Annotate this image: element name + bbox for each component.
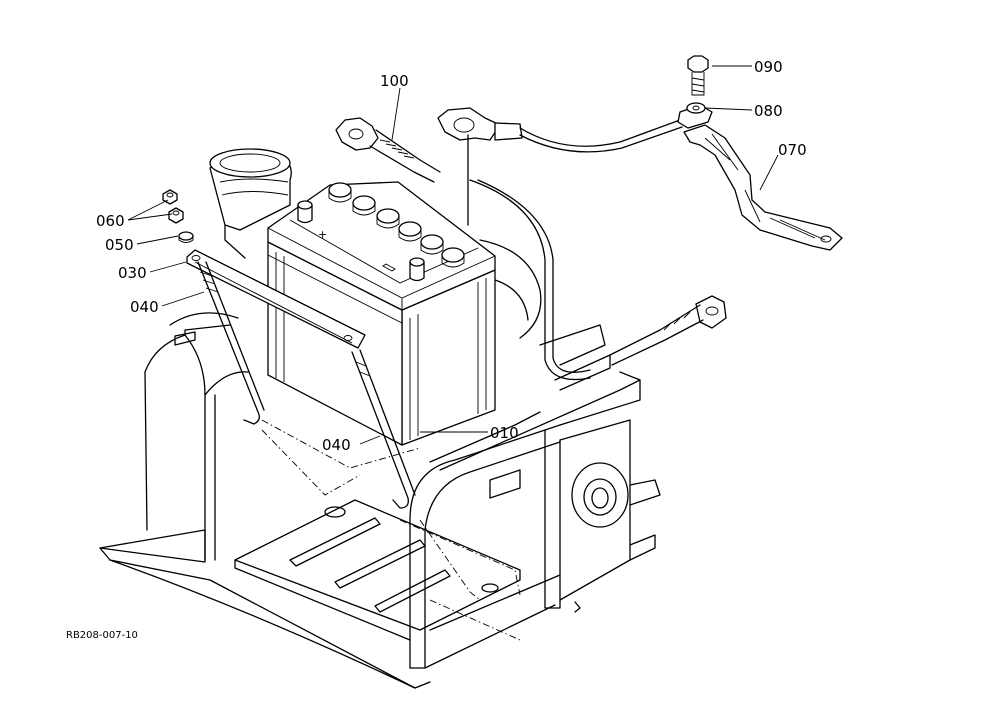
- chassis-frame: [99, 239, 661, 689]
- plus-mark: +: [318, 228, 327, 241]
- battery-terminals: [297, 200, 425, 282]
- air-intake-tube: [209, 148, 292, 259]
- lock-washer-080: [686, 102, 706, 114]
- battery: +: [267, 181, 496, 446]
- label-060: 060: [96, 212, 125, 230]
- label-050: 050: [105, 236, 134, 254]
- label-040-upper: 040: [130, 298, 159, 316]
- negative-cable: [437, 107, 683, 381]
- battery-holder: [186, 249, 366, 349]
- reference-code: RB208-007-10: [66, 630, 138, 641]
- positive-cable: [335, 117, 441, 183]
- nut-060: [162, 189, 184, 224]
- earth-strap: [677, 104, 843, 251]
- label-070: 070: [778, 141, 807, 159]
- label-030: 030: [118, 264, 147, 282]
- label-100: 100: [380, 72, 409, 90]
- vent-caps: [328, 182, 465, 268]
- label-090: 090: [754, 58, 783, 76]
- starter-cable: [609, 295, 727, 366]
- leader-lines: [127, 65, 779, 445]
- washer-050: [178, 231, 194, 243]
- label-080: 080: [754, 102, 783, 120]
- rod-right: [351, 349, 416, 509]
- label-040-lower: 040: [322, 436, 351, 454]
- rod-left: [197, 261, 265, 425]
- bolt-090: [687, 55, 709, 96]
- label-010: 010: [490, 424, 519, 442]
